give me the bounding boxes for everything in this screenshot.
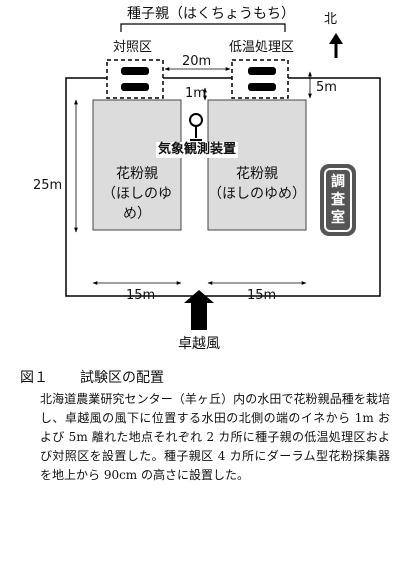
prevailing-wind-arrow-icon	[184, 290, 214, 330]
pollen-parent-field-right	[207, 99, 307, 231]
seed-parent-bracket	[120, 23, 286, 32]
survey-room-label: 調 査 室	[324, 168, 352, 232]
pollen-parent-right-line2: （ほしのゆめ）	[208, 186, 306, 202]
weather-station-icon	[189, 113, 203, 127]
dist-1m-label: 1m	[185, 86, 206, 101]
low-temp-plot-pot-top	[248, 67, 276, 75]
north-arrow-icon	[329, 33, 343, 58]
survey-room: 調 査 室	[320, 164, 356, 236]
pollen-parent-left-line1: 花粉親	[116, 166, 158, 182]
pollen-parent-left-label: 花粉親 （ほしのゆめ）	[93, 164, 181, 224]
control-plot-box	[106, 59, 164, 99]
low-temp-plot-label: 低温処理区	[229, 40, 295, 55]
dist-20m-label: 20m	[182, 54, 212, 69]
north-label: 北	[324, 12, 338, 27]
pollen-parent-right-label: 花粉親 （ほしのゆめ）	[208, 164, 306, 204]
control-plot-label: 対照区	[113, 40, 153, 55]
figure-number: 図１	[20, 370, 48, 386]
prevailing-wind-label: 卓越風	[178, 336, 220, 352]
pollen-parent-right-line1: 花粉親	[236, 166, 278, 182]
low-temp-plot-pot-bottom	[248, 83, 276, 91]
figure-caption-body: 北海道農業研究センター（羊ヶ丘）内の水田で花粉親品種を栽培し、卓越風の風下に位置…	[40, 392, 390, 482]
weather-station-label: 気象観測装置	[156, 142, 239, 158]
seed-parent-label: 種子親（はくちょうもち）	[127, 6, 295, 22]
dist-15m-left-label: 15m	[126, 288, 156, 303]
dist-5m-label: 5m	[316, 80, 337, 95]
figure-title-text: 試験区の配置	[80, 370, 164, 386]
field-layout-diagram	[65, 23, 381, 330]
figure-caption: 図１ 試験区の配置 北海道農業研究センター（羊ヶ丘）内の水田で花粉親品種を栽培し、…	[20, 368, 390, 485]
dist-15m-right-label: 15m	[247, 288, 277, 303]
figure-title: 図１ 試験区の配置	[20, 368, 390, 388]
control-plot-pot-top	[121, 67, 149, 75]
pollen-parent-left-line2: （ほしのゆめ）	[102, 186, 172, 222]
control-plot-pot-bottom	[121, 83, 149, 91]
dist-25m-label: 25m	[33, 178, 63, 193]
low-temp-plot-box	[231, 59, 289, 99]
pollen-parent-field-left	[92, 99, 182, 231]
